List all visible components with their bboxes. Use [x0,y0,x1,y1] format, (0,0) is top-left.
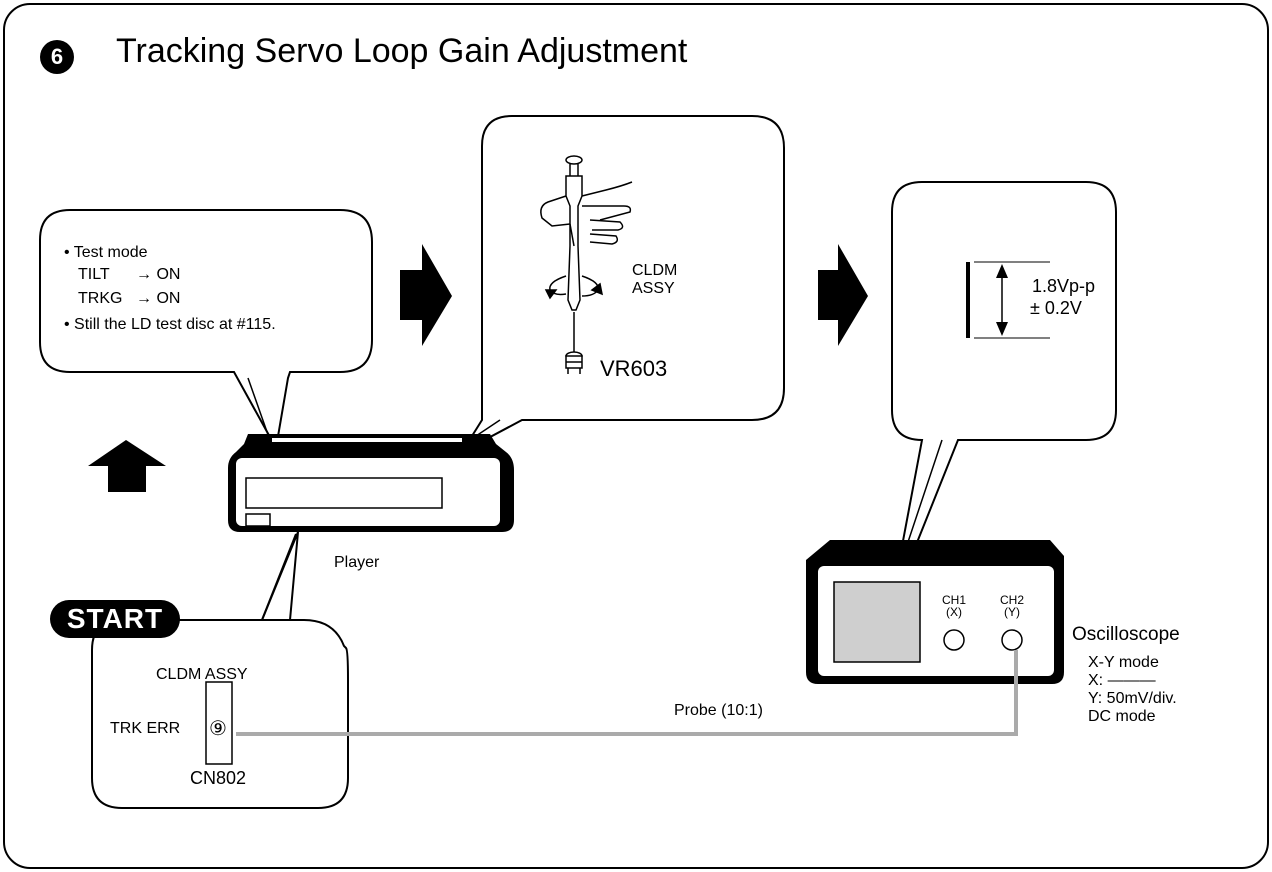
adjust-board-label-2: ASSY [632,280,675,297]
scope-screen [833,581,921,663]
start-badge: START [50,600,180,638]
player-button [245,513,271,527]
player-disc-tray [245,477,443,509]
trkg-state: → ON [136,290,181,307]
right-arrow-1 [400,244,452,346]
player-label: Player [334,554,380,571]
ch1-jack [943,629,965,651]
adjust-board-label: CLDM [632,262,678,279]
dimension-arrow-up [996,264,1008,278]
scope-setting-x: X: ——— [1088,672,1156,689]
pin-9-label: ⑨ [209,718,227,740]
dimension-arrow-down [996,322,1008,336]
scope-setting-dc: DC mode [1088,708,1156,725]
rotate-icon [544,275,604,300]
cn802-label: CN802 [190,768,247,788]
ch2-jack [1001,629,1023,651]
adjust-bubble [459,115,785,455]
probe-cable [236,650,1018,736]
tilt-state: → ON [136,266,181,283]
tilt-label: TILT [78,266,110,283]
tolerance-label: ± 0.2V [1030,298,1082,318]
connector-board-label: CLDM ASSY [156,666,248,683]
ch2-axis: (Y) [1004,605,1020,619]
player-front [236,458,500,526]
amplitude-label: 1.8Vp-p [1032,276,1096,296]
potentiometer-icon [565,351,583,374]
oscilloscope-label: Oscilloscope [1072,624,1180,645]
ch1-name: CH1 [941,593,966,607]
probe-label: Probe (10:1) [674,702,763,719]
up-arrow [88,440,166,492]
outer-frame [3,3,1269,869]
screwdriver-hand-icon [540,155,633,311]
trk-err-label: TRK ERR [110,720,181,737]
scope-setting-y: Y: 50mV/div. [1088,690,1177,707]
cn802-connector [205,681,233,765]
scope-setting-xy: X-Y mode [1088,654,1159,671]
scope-bubble [889,181,1117,611]
test-mode-bubble [39,209,373,451]
step-number-badge: 6 [40,40,74,74]
ch2-name: CH2 [999,593,1024,607]
right-arrow-2 [818,244,868,346]
page-title: Tracking Servo Loop Gain Adjustment [116,32,688,70]
test-disc-line: • Still the LD test disc at #115. [64,316,276,333]
ch1-axis: (X) [946,605,962,619]
trkg-label: TRKG [78,290,123,307]
connector-bubble-tail-inner [261,533,297,621]
test-mode-line: • Test mode [64,244,148,261]
vr603-label: VR603 [600,356,668,381]
